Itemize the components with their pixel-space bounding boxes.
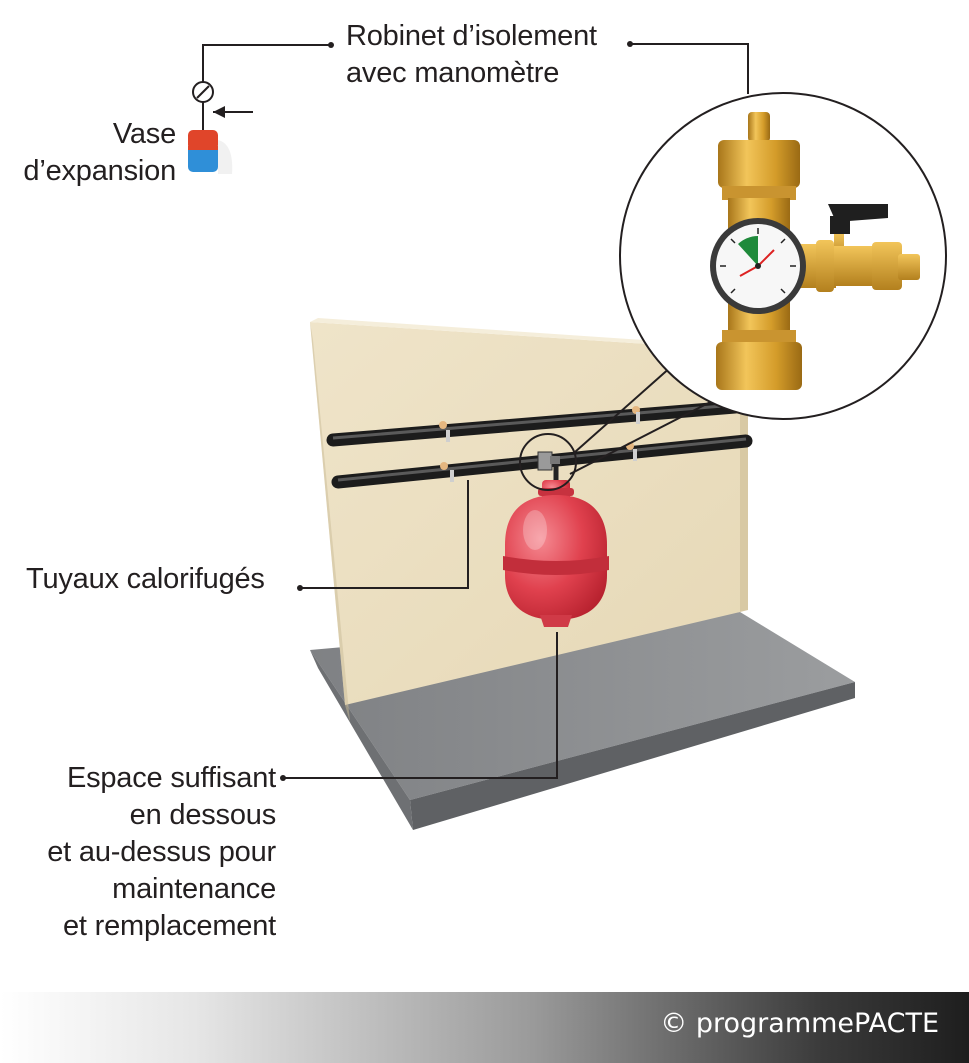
espace-label-line4: maintenance [112,873,276,905]
tuyaux-label: Tuyaux calorifugés [26,563,265,595]
tuyaux-leader-line [300,480,469,589]
valve-symbol-slash [196,85,210,99]
schematic-leader-dot [328,42,334,48]
zoom-connector-line [569,393,727,475]
flow-arrow-icon [213,106,225,118]
robinet-leader-line [630,43,749,94]
espace-label-line3: et au-dessus pour [47,836,276,868]
pipe-bracket [439,421,447,429]
manometer-ticks [720,228,796,294]
robinet-label-line2: avec manomètre [346,57,560,89]
valve-top-cap [748,112,770,142]
schematic-leader-line [202,44,330,82]
vessel-body [505,495,607,620]
schematic-symbol [188,42,334,174]
zoom-target-ring [519,433,577,491]
copyright-text: © programmePACTE [660,1008,939,1039]
vessel-symbol-top [188,130,218,150]
manometer-green-zone [738,236,758,266]
espace-label-line1: Espace suffisant [66,762,276,794]
vessel-seam [503,556,609,575]
espace-leader-line [283,632,558,779]
valve-upper-nut [718,140,800,188]
robinet-label-line1: Robinet d’isolement [346,20,597,52]
zoom-connector-line [574,365,673,453]
footer-bar: © programmePACTE [0,992,969,1063]
upper-pipe [326,400,742,447]
valve-lower-nut [716,342,802,390]
vase-label-line2: d’expansion [23,155,176,187]
isolation-valve-small [537,451,553,471]
espace-label: Espace suffisant en dessous et au-dessus… [0,760,276,945]
zoom-detail [619,92,947,420]
espace-label-line2: en dessous [129,799,277,831]
pipe-bracket [440,462,448,470]
robinet-label: Robinet d’isolement avec manomètre [346,18,597,92]
vase-label-line1: Vase [112,118,176,150]
zoom-circle-border [619,92,947,420]
manometer-needle [757,249,775,267]
vase-label: Vase d’expansion [0,116,176,190]
espace-label-line5: et remplacement [63,910,276,942]
